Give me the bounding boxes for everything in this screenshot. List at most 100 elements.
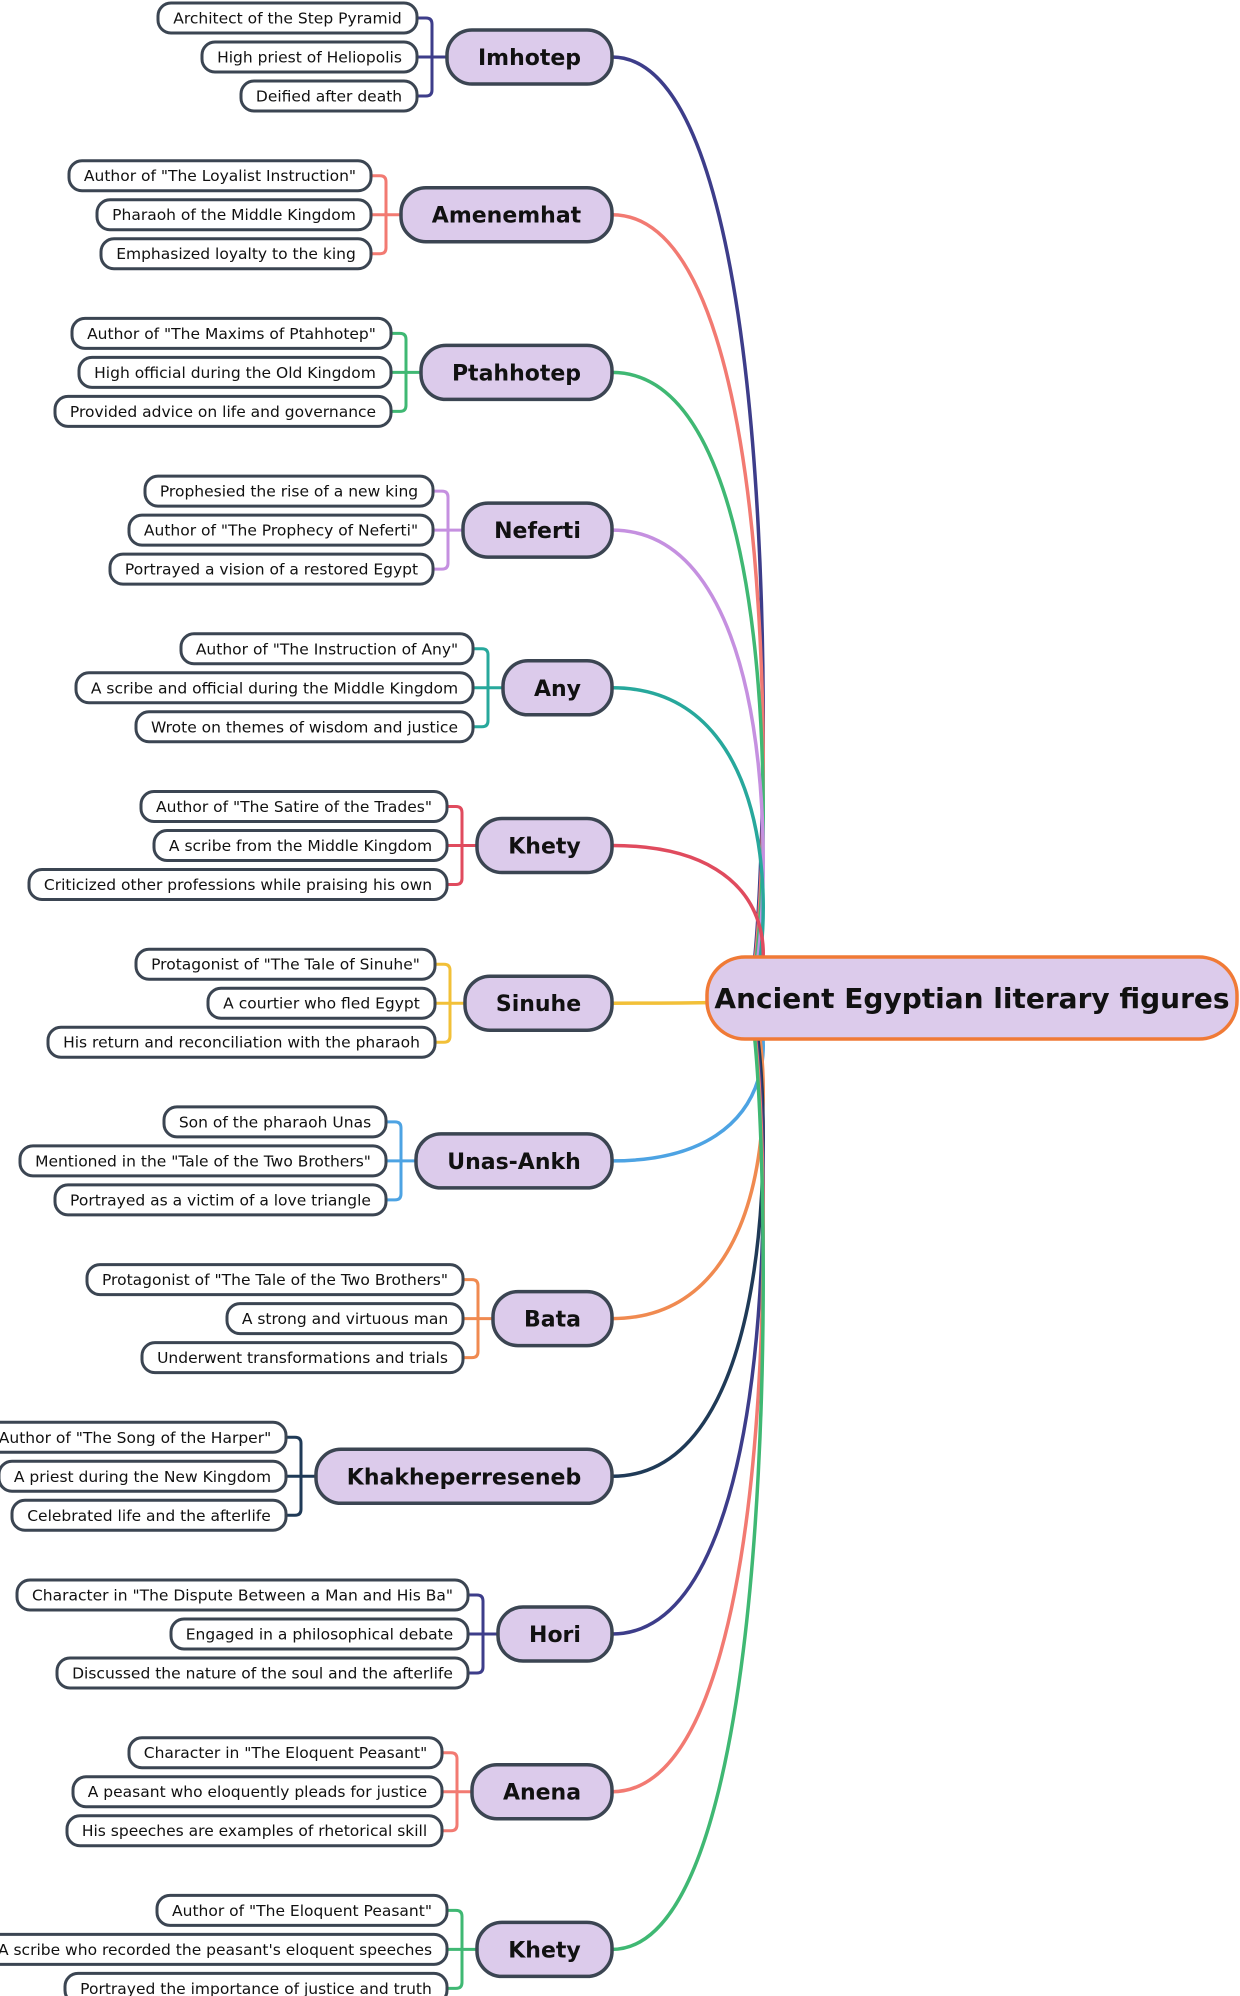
branch-7: Unas-Ankh Son of the pharaoh UnasMentione… (18, 1105, 614, 1217)
detail-label: Author of "The Satire of the Trades" (156, 798, 432, 816)
detail-bracket (463, 1278, 493, 1360)
detail-node: A priest during the New Kingdom (0, 1459, 288, 1493)
branch-node (475, 1920, 614, 1979)
branch-node (475, 816, 614, 875)
detail-label: Engaged in a philosophical debate (186, 1626, 453, 1644)
detail-node: Author of "The Instruction of Any" (179, 632, 475, 666)
detail-node: A scribe who recorded the peasant's eloq… (0, 1932, 449, 1966)
detail-label: Author of "The Loyalist Instruction" (84, 167, 356, 185)
root-node-label: Ancient Egyptian literary figures (714, 982, 1229, 1015)
detail-node: Character in "The Dispute Between a Man … (15, 1578, 470, 1612)
root-node: Ancient Egyptian literary figures (705, 955, 1239, 1041)
detail-label: Author of "The Maxims of Ptahhotep" (87, 325, 376, 343)
detail-bracket (473, 647, 503, 729)
detail-label: His speeches are examples of rhetorical … (82, 1822, 427, 1840)
detail-label: High priest of Heliopolis (217, 49, 402, 67)
branch-label: Khakheperreseneb (347, 1465, 581, 1490)
branch-label: Bata (524, 1308, 581, 1333)
branch-1: Amenemhat Author of "The Loyalist Instruc… (67, 159, 614, 271)
branch-12: Khety Author of "The Eloquent Peasant" A s… (0, 1893, 614, 1996)
detail-bracket (433, 489, 463, 571)
branch-9: Khakheperreseneb Author of "The Song of t… (0, 1420, 614, 1532)
branch-node (399, 185, 614, 244)
detail-node: Portrayed the importance of justice and … (63, 1971, 449, 1996)
detail-label: His return and reconciliation with the p… (63, 1034, 420, 1052)
branch-label: Amenemhat (432, 204, 582, 229)
detail-node: Author of "The Eloquent Peasant" (155, 1893, 449, 1927)
detail-node: Author of "The Loyalist Instruction" (67, 159, 373, 193)
branch-node (314, 1447, 614, 1506)
detail-bracket (435, 962, 465, 1044)
branch-connector (611, 996, 765, 1952)
detail-label: Author of "The Song of the Harper" (0, 1429, 271, 1447)
detail-label: Portrayed as a victim of a love triangle (70, 1191, 371, 1209)
detail-label: Celebrated life and the afterlife (27, 1507, 271, 1525)
branch-connector (611, 686, 765, 1000)
detail-node: Author of "The Satire of the Trades" (139, 790, 449, 823)
branch-connector (611, 996, 765, 1479)
detail-node: Pharaoh of the Middle Kingdom (95, 198, 373, 232)
detail-label: Mentioned in the "Tale of the Two Brothe… (35, 1152, 371, 1170)
detail-node: His speeches are examples of rhetorical … (65, 1814, 444, 1848)
detail-label: Protagonist of "The Tale of Sinuhe" (151, 956, 420, 974)
detail-bracket (442, 1751, 472, 1833)
detail-node: Provided advice on life and governance (53, 394, 393, 428)
detail-node: High official during the Old Kingdom (77, 355, 393, 389)
detail-label: Criticized other professions while prais… (44, 876, 432, 894)
detail-node: Protagonist of "The Tale of Sinuhe" (134, 947, 437, 981)
detail-node: Character in "The Eloquent Peasant" (127, 1736, 444, 1770)
detail-node: Portrayed a vision of a restored Egypt (108, 552, 435, 586)
detail-bracket (468, 1593, 498, 1675)
branch-node (461, 501, 614, 559)
branch-connector (611, 370, 765, 1000)
detail-label: A courtier who fled Egypt (223, 995, 420, 1013)
detail-node: Mentioned in the "Tale of the Two Brothe… (18, 1144, 388, 1178)
detail-label: Underwent transformations and trials (157, 1349, 448, 1367)
branch-label: Unas-Ankh (447, 1150, 581, 1175)
detail-label: Emphasized loyalty to the king (116, 245, 356, 263)
detail-label: A scribe who recorded the peasant's eloq… (0, 1941, 432, 1959)
detail-label: A priest during the New Kingdom (14, 1468, 271, 1486)
detail-node: Underwent transformations and trials (140, 1341, 465, 1375)
detail-label: Portrayed the importance of justice and … (80, 1980, 432, 1996)
detail-label: Author of "The Prophecy of Neferti" (144, 522, 418, 540)
branch-node (463, 974, 614, 1032)
detail-node: Son of the pharaoh Unas (162, 1105, 388, 1139)
detail-label: Author of "The Eloquent Peasant" (172, 1902, 432, 1920)
branch-label: Khety (508, 1938, 581, 1963)
detail-bracket (447, 805, 477, 886)
branch-node (419, 343, 614, 402)
detail-node: Prophesied the rise of a new king (143, 474, 435, 508)
branch-6: Sinuhe Protagonist of "The Tale of Sinuhe… (46, 947, 614, 1059)
detail-node: Celebrated life and the afterlife (10, 1498, 288, 1532)
detail-node: His return and reconciliation with the p… (46, 1025, 437, 1059)
branch-10: Hori Character in "The Dispute Between a … (15, 1578, 614, 1690)
detail-label: Discussed the nature of the soul and the… (72, 1665, 453, 1683)
branch-connector (611, 996, 765, 1321)
detail-bracket (417, 16, 447, 98)
detail-node: A scribe from the Middle Kingdom (152, 829, 449, 862)
detail-node: Deified after death (239, 79, 419, 113)
detail-label: A scribe from the Middle Kingdom (169, 837, 432, 855)
detail-label: Author of "The Instruction of Any" (196, 640, 458, 658)
detail-label: Character in "The Dispute Between a Man … (32, 1587, 453, 1605)
detail-node: Portrayed as a victim of a love triangle (53, 1183, 388, 1217)
detail-label: Portrayed a vision of a restored Egypt (125, 561, 418, 579)
detail-node: A courtier who fled Egypt (206, 986, 437, 1020)
detail-node: Emphasized loyalty to the king (99, 237, 373, 271)
branch-label: Hori (529, 1623, 581, 1648)
detail-node: Author of "The Prophecy of Neferti" (127, 513, 435, 547)
detail-node: Protagonist of "The Tale of the Two Brot… (85, 1263, 465, 1297)
detail-node: Author of "The Song of the Harper" (0, 1420, 288, 1454)
detail-label: Prophesied the rise of a new king (160, 483, 418, 501)
detail-node: Engaged in a philosophical debate (169, 1617, 470, 1651)
branch-label: Sinuhe (496, 992, 581, 1017)
detail-node: Criticized other professions while prais… (27, 868, 449, 901)
detail-label: Architect of the Step Pyramid (173, 10, 402, 28)
detail-node: A strong and virtuous man (225, 1302, 465, 1336)
detail-label: Provided advice on life and governance (70, 403, 376, 421)
